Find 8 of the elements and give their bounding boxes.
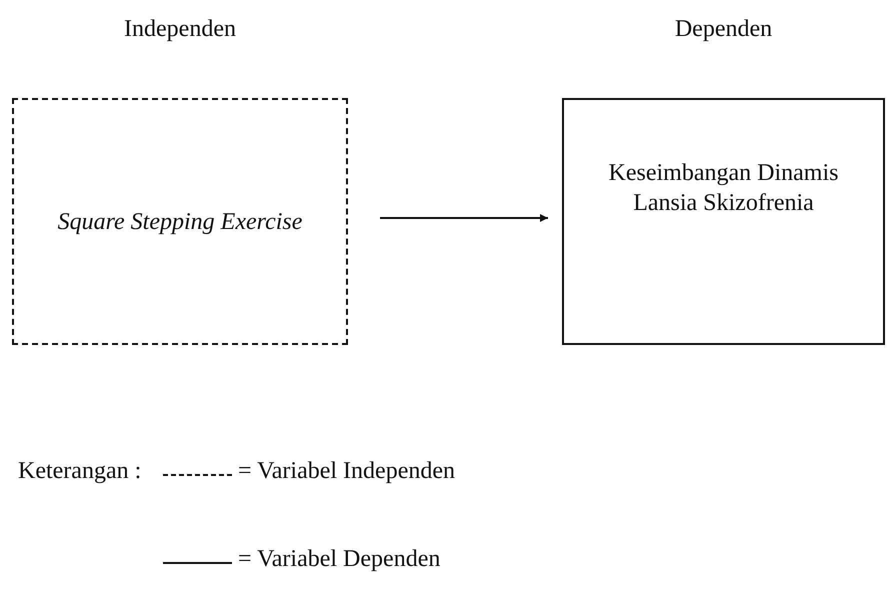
heading: Dependen xyxy=(674,16,774,43)
legend-text: = Variabel Independen xyxy=(238,458,456,485)
legend-text: = Variabel Dependen xyxy=(238,546,440,573)
legend-title: Keterangan : xyxy=(18,458,142,485)
box-text: Square Stepping Exercise xyxy=(58,208,302,236)
heading: Independen xyxy=(123,16,237,43)
box-text: Keseimbangan Dinamis Lansia Skizofrenia xyxy=(608,159,840,218)
arrow xyxy=(380,214,548,222)
